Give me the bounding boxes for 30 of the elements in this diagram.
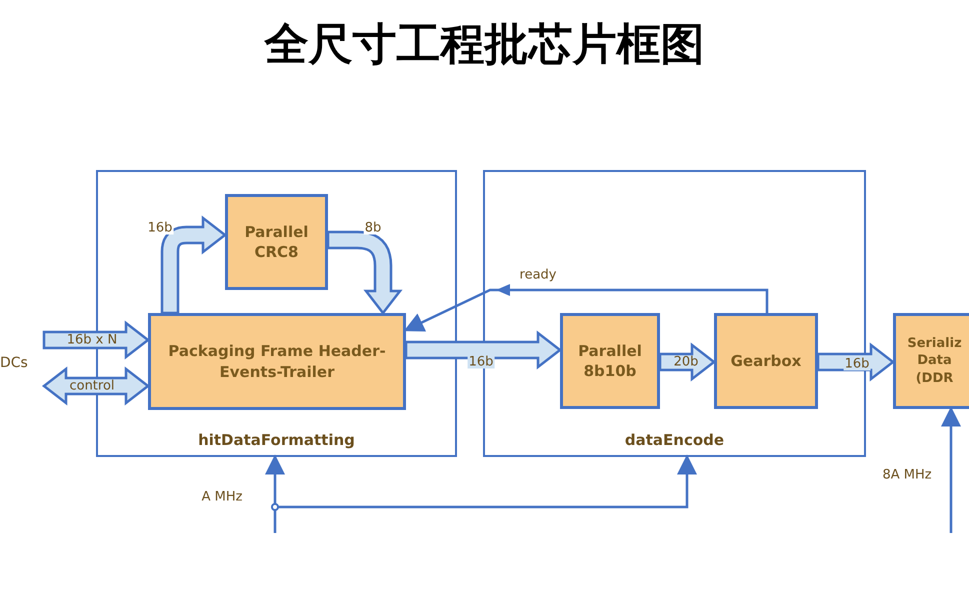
edge-label: ready (518, 268, 558, 282)
frequency-label: A MHz (202, 488, 242, 506)
edge-label: 16b (146, 222, 174, 234)
block-label: Packaging Frame Header-Events-Trailer (167, 341, 387, 382)
block-label: Parallel 8b10b (577, 340, 643, 382)
module-label: hitDataFormatting (197, 430, 356, 450)
process-box (714, 313, 818, 409)
block-arrow (160, 215, 228, 314)
arrow (404, 284, 768, 332)
block-label: Gearbox (730, 350, 802, 372)
block-label: Serializ Data (DDR (906, 334, 963, 388)
module-label: dataEncode (624, 430, 726, 450)
signal-label: DCs (0, 354, 28, 372)
edge-label: 16b x N (66, 334, 118, 346)
process-box (148, 313, 406, 410)
arrow (265, 454, 285, 533)
edge-label: 8b (364, 222, 382, 234)
frequency-label: 8A MHz (882, 466, 932, 484)
edge-label: 20b (672, 356, 700, 368)
arrow (941, 406, 961, 533)
process-box (225, 194, 328, 290)
process-box (893, 313, 969, 409)
block-label: Parallel CRC8 (244, 222, 310, 262)
edge-label: control (68, 380, 116, 392)
title: 全尺寸工程批芯片框图 (263, 18, 706, 72)
edge-label: 16b (844, 358, 870, 370)
block-arrow (326, 230, 403, 316)
process-box (560, 313, 660, 409)
block-arrow (404, 330, 562, 370)
edge-label: 16b (468, 356, 494, 368)
